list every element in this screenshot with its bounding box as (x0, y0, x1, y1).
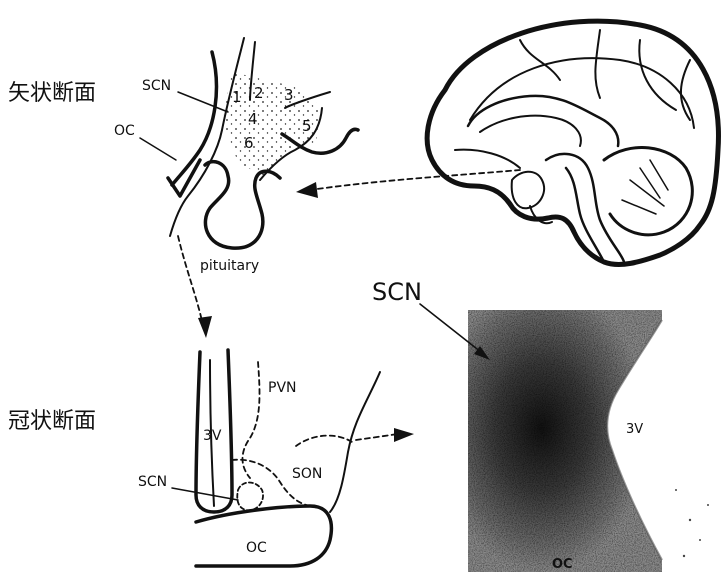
sagittal-to-coronal-arrow (178, 236, 212, 338)
region-number-5: 5 (302, 117, 312, 135)
region-number-1: 1 (232, 88, 242, 106)
sagittal-oc-label: OC (114, 123, 135, 139)
sagittal-scn-label: SCN (142, 78, 171, 94)
micrograph-scn-label: SCN (372, 278, 422, 306)
whole-brain-sagittal-drawing (427, 21, 718, 264)
region-number-3: 3 (284, 86, 294, 104)
sagittal-section-heading: 矢状断面 (8, 81, 96, 106)
brain-to-sagittal-arrow (296, 170, 520, 198)
son-label: SON (292, 466, 322, 482)
scn-micrograph: 3V OC (468, 310, 723, 572)
coronal-scn-label: SCN (138, 474, 167, 490)
coronal-to-micrograph-arrow (356, 428, 414, 442)
third-ventricle-label: 3V (203, 428, 222, 444)
region-number-6: 6 (244, 134, 254, 152)
coronal-section-heading: 冠状断面 (8, 409, 96, 434)
coronal-section-drawing: PVN 3V SCN SON OC (138, 350, 380, 566)
pituitary-label: pituitary (200, 258, 259, 274)
coronal-oc-label: OC (246, 540, 267, 556)
micrograph-oc-label: OC (552, 557, 573, 572)
region-number-4: 4 (248, 110, 258, 128)
sagittal-section-drawing: 1 2 3 4 5 6 SCN OC pituitary (114, 38, 358, 274)
pvn-label: PVN (268, 380, 297, 396)
region-number-2: 2 (254, 84, 264, 102)
micrograph-3v-label: 3V (626, 422, 643, 437)
